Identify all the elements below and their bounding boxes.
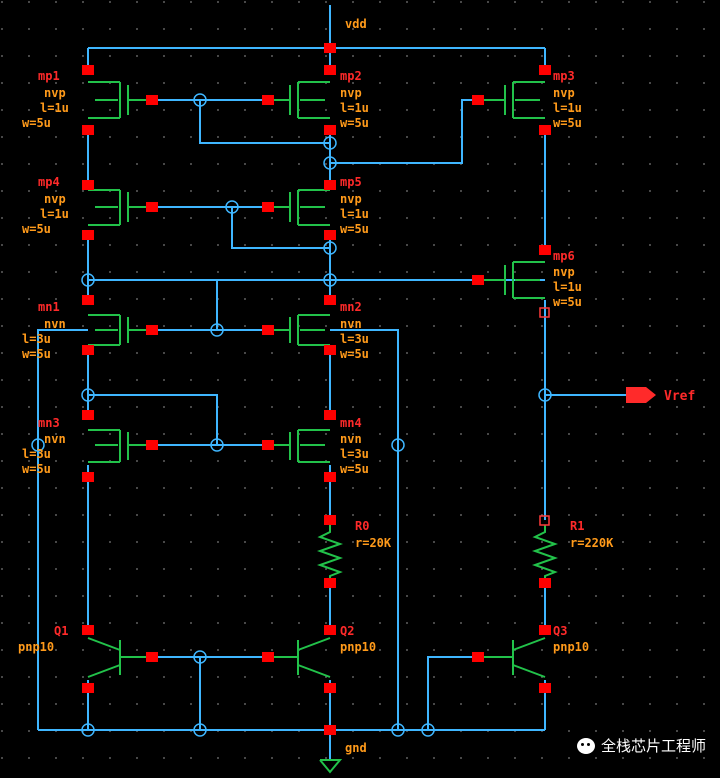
mn2-symbol (268, 314, 330, 346)
watermark: 全栈芯片工程师 (576, 735, 706, 756)
r0-symbol (316, 525, 344, 583)
net-labels: vdd gnd Vref (345, 17, 695, 755)
svg-text:mn3: mn3 (38, 416, 60, 430)
wires (37, 5, 626, 760)
svg-text:w=5u: w=5u (553, 116, 582, 130)
junction-nodes (31, 93, 552, 737)
mp5-labels: mp5 nvp l=1u w=5u (340, 175, 369, 236)
mn2-labels: mn2 nvn l=3u w=5u (340, 300, 369, 361)
ground-icon (319, 759, 343, 774)
svg-text:mn4: mn4 (340, 416, 362, 430)
mn3-labels: mn3 nvn l=3u w=5u (22, 416, 66, 476)
svg-text:pnp10: pnp10 (340, 640, 376, 654)
mp4-labels: mp4 nvp l=1u w=5u (22, 175, 69, 236)
svg-text:pnp10: pnp10 (18, 640, 54, 654)
svg-text:R0: R0 (355, 519, 369, 533)
vdd-label: vdd (345, 17, 367, 31)
svg-text:nvp: nvp (553, 86, 575, 100)
svg-text:nvp: nvp (340, 192, 362, 206)
mn1-labels: mn1 nvn l=3u w=5u (22, 300, 66, 361)
svg-text:l=1u: l=1u (340, 101, 369, 115)
svg-text:l=3u: l=3u (22, 447, 51, 461)
svg-text:nvn: nvn (44, 317, 66, 331)
r0-labels: R0 r=20K (355, 519, 392, 550)
svg-text:nvn: nvn (44, 432, 66, 446)
svg-text:r=20K: r=20K (355, 536, 392, 550)
svg-text:mp3: mp3 (553, 69, 575, 83)
svg-text:w=5u: w=5u (340, 462, 369, 476)
svg-text:R1: R1 (570, 519, 584, 533)
svg-text:l=3u: l=3u (22, 332, 51, 346)
svg-text:mp6: mp6 (553, 249, 575, 263)
svg-text:l=1u: l=1u (553, 280, 582, 294)
svg-text:Q1: Q1 (54, 624, 68, 638)
svg-text:l=3u: l=3u (340, 447, 369, 461)
r1-symbol (531, 525, 559, 583)
svg-text:w=5u: w=5u (22, 116, 51, 130)
gnd-label: gnd (345, 741, 367, 755)
svg-text:w=5u: w=5u (340, 116, 369, 130)
svg-text:mn2: mn2 (340, 300, 362, 314)
svg-text:w=5u: w=5u (340, 347, 369, 361)
svg-text:nvp: nvp (44, 86, 66, 100)
q1-labels: Q1 pnp10 (18, 624, 68, 654)
svg-text:w=5u: w=5u (22, 462, 51, 476)
mn4-labels: mn4 nvn l=3u w=5u (340, 416, 369, 476)
svg-text:Q2: Q2 (340, 624, 354, 638)
r1-labels: R1 r=220K (570, 519, 614, 550)
svg-text:w=5u: w=5u (22, 347, 51, 361)
mp3-labels: mp3 nvp l=1u w=5u (553, 69, 582, 130)
vref-label: Vref (664, 389, 695, 404)
svg-text:nvn: nvn (340, 432, 362, 446)
svg-text:mn1: mn1 (38, 300, 60, 314)
pin-markers (82, 43, 551, 735)
q2-labels: Q2 pnp10 (340, 624, 376, 654)
svg-text:l=1u: l=1u (40, 207, 69, 221)
mp1-labels: mp1 nvp l=1u w=5u (22, 69, 69, 130)
svg-text:l=1u: l=1u (40, 101, 69, 115)
svg-text:w=5u: w=5u (340, 222, 369, 236)
svg-text:Q3: Q3 (553, 624, 567, 638)
svg-text:w=5u: w=5u (22, 222, 51, 236)
q3-labels: Q3 pnp10 (553, 624, 589, 654)
mp6-labels: mp6 nvp l=1u w=5u (553, 249, 582, 309)
mp2-labels: mp2 nvp l=1u w=5u (340, 69, 369, 130)
svg-text:mp5: mp5 (340, 175, 362, 189)
svg-text:l=1u: l=1u (340, 207, 369, 221)
svg-text:pnp10: pnp10 (553, 640, 589, 654)
svg-text:nvp: nvp (553, 265, 575, 279)
svg-text:l=3u: l=3u (340, 332, 369, 346)
mp2-symbol (268, 81, 330, 119)
svg-text:w=5u: w=5u (553, 295, 582, 309)
svg-text:mp1: mp1 (38, 69, 60, 83)
svg-text:nvn: nvn (340, 317, 362, 331)
wechat-icon (576, 737, 595, 754)
svg-text:mp4: mp4 (38, 175, 60, 189)
svg-text:mp2: mp2 (340, 69, 362, 83)
watermark-text: 全栈芯片工程师 (600, 737, 706, 755)
svg-text:r=220K: r=220K (570, 536, 614, 550)
svg-text:nvp: nvp (44, 192, 66, 206)
svg-text:l=1u: l=1u (553, 101, 582, 115)
svg-text:nvp: nvp (340, 86, 362, 100)
vref-pin-icon (626, 387, 656, 403)
mp1-symbol (88, 81, 152, 119)
q2-symbol (268, 637, 331, 678)
